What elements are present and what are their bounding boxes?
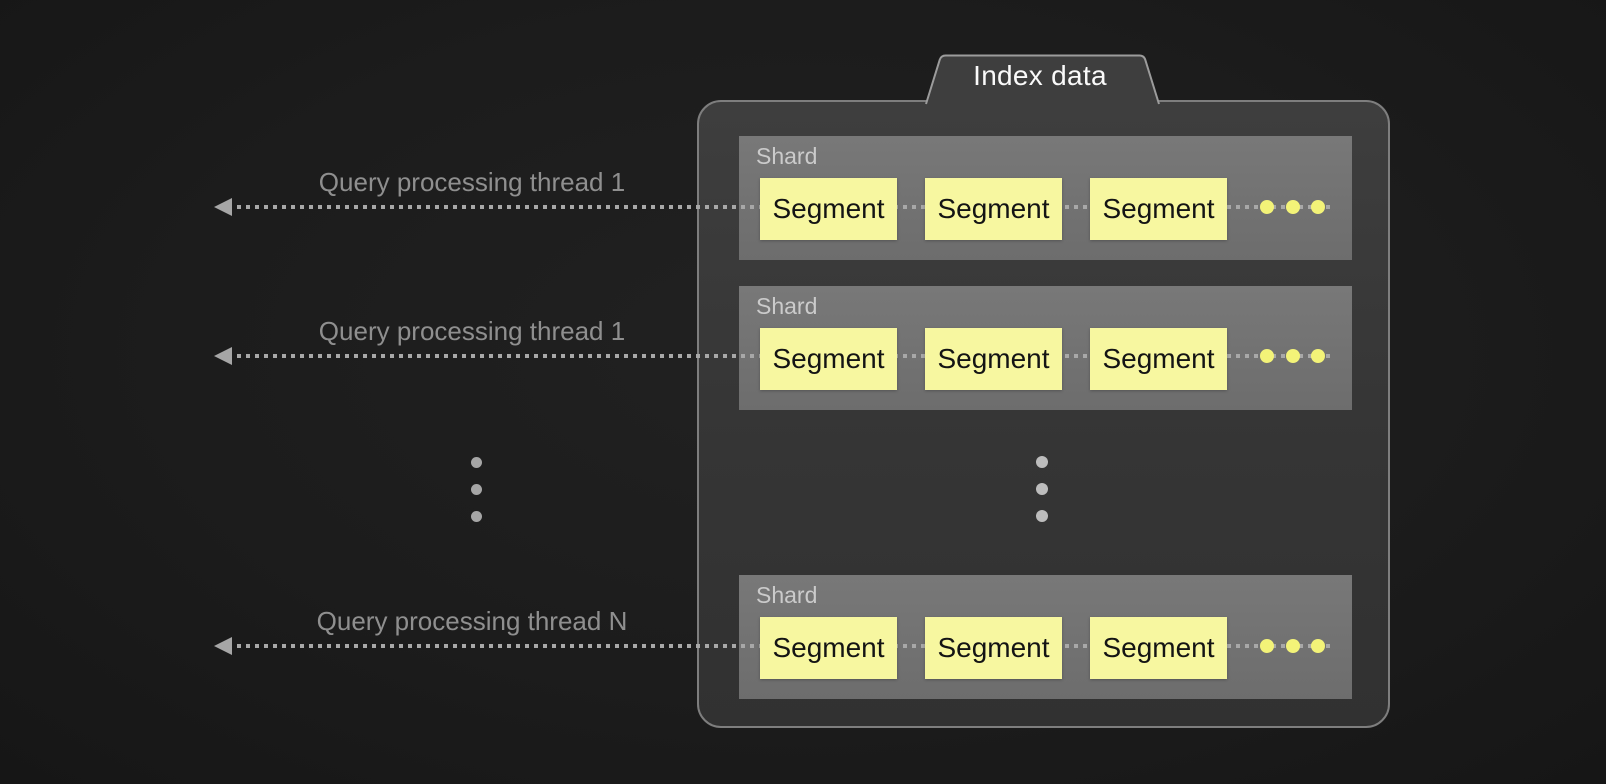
more-segments-dot	[1260, 349, 1274, 363]
shard-label: Shard	[756, 143, 818, 169]
segment-box: Segment	[760, 617, 897, 679]
more-segments-dot	[1311, 200, 1325, 214]
index-data-tab-label: Index data	[973, 60, 1107, 91]
more-segments-dot	[1260, 639, 1274, 653]
ellipsis-dot	[471, 457, 482, 468]
index-data-tab-shape	[925, 54, 1160, 106]
segment-box: Segment	[760, 328, 897, 390]
thread-arrowhead-left-icon	[214, 637, 232, 655]
segment-box: Segment	[760, 178, 897, 240]
more-segments-dot	[1286, 639, 1300, 653]
ellipsis-dot	[471, 511, 482, 522]
ellipsis-dot	[471, 484, 482, 495]
shard-box-2: Shard Segment Segment Segment	[739, 286, 1352, 410]
segment-box: Segment	[1090, 617, 1227, 679]
more-segments-dot	[1286, 349, 1300, 363]
thread-arrowhead-left-icon	[214, 347, 232, 365]
thread-label-1: Query processing thread 1	[318, 167, 626, 197]
segment-box: Segment	[925, 178, 1062, 240]
ellipsis-dot	[1036, 456, 1048, 468]
more-segments-dot	[1260, 200, 1274, 214]
more-segments-dot	[1311, 639, 1325, 653]
segment-box: Segment	[925, 328, 1062, 390]
thread-arrowhead-left-icon	[214, 198, 232, 216]
thread-label-2: Query processing thread 1	[318, 316, 626, 346]
thread-label-3: Query processing thread N	[316, 606, 628, 636]
shard-label: Shard	[756, 293, 818, 319]
ellipsis-dot	[1036, 510, 1048, 522]
index-data-container: Shard Segment Segment Segment Shard Segm…	[697, 100, 1390, 728]
segment-box: Segment	[925, 617, 1062, 679]
shard-label: Shard	[756, 582, 818, 608]
more-segments-dot	[1286, 200, 1300, 214]
shard-box-3: Shard Segment Segment Segment	[739, 575, 1352, 699]
more-shards-ellipsis-icon	[1036, 456, 1048, 537]
shard-box-1: Shard Segment Segment Segment	[739, 136, 1352, 260]
more-segments-dot	[1311, 349, 1325, 363]
ellipsis-dot	[1036, 483, 1048, 495]
segment-box: Segment	[1090, 328, 1227, 390]
more-threads-ellipsis-icon	[471, 457, 482, 538]
segment-box: Segment	[1090, 178, 1227, 240]
